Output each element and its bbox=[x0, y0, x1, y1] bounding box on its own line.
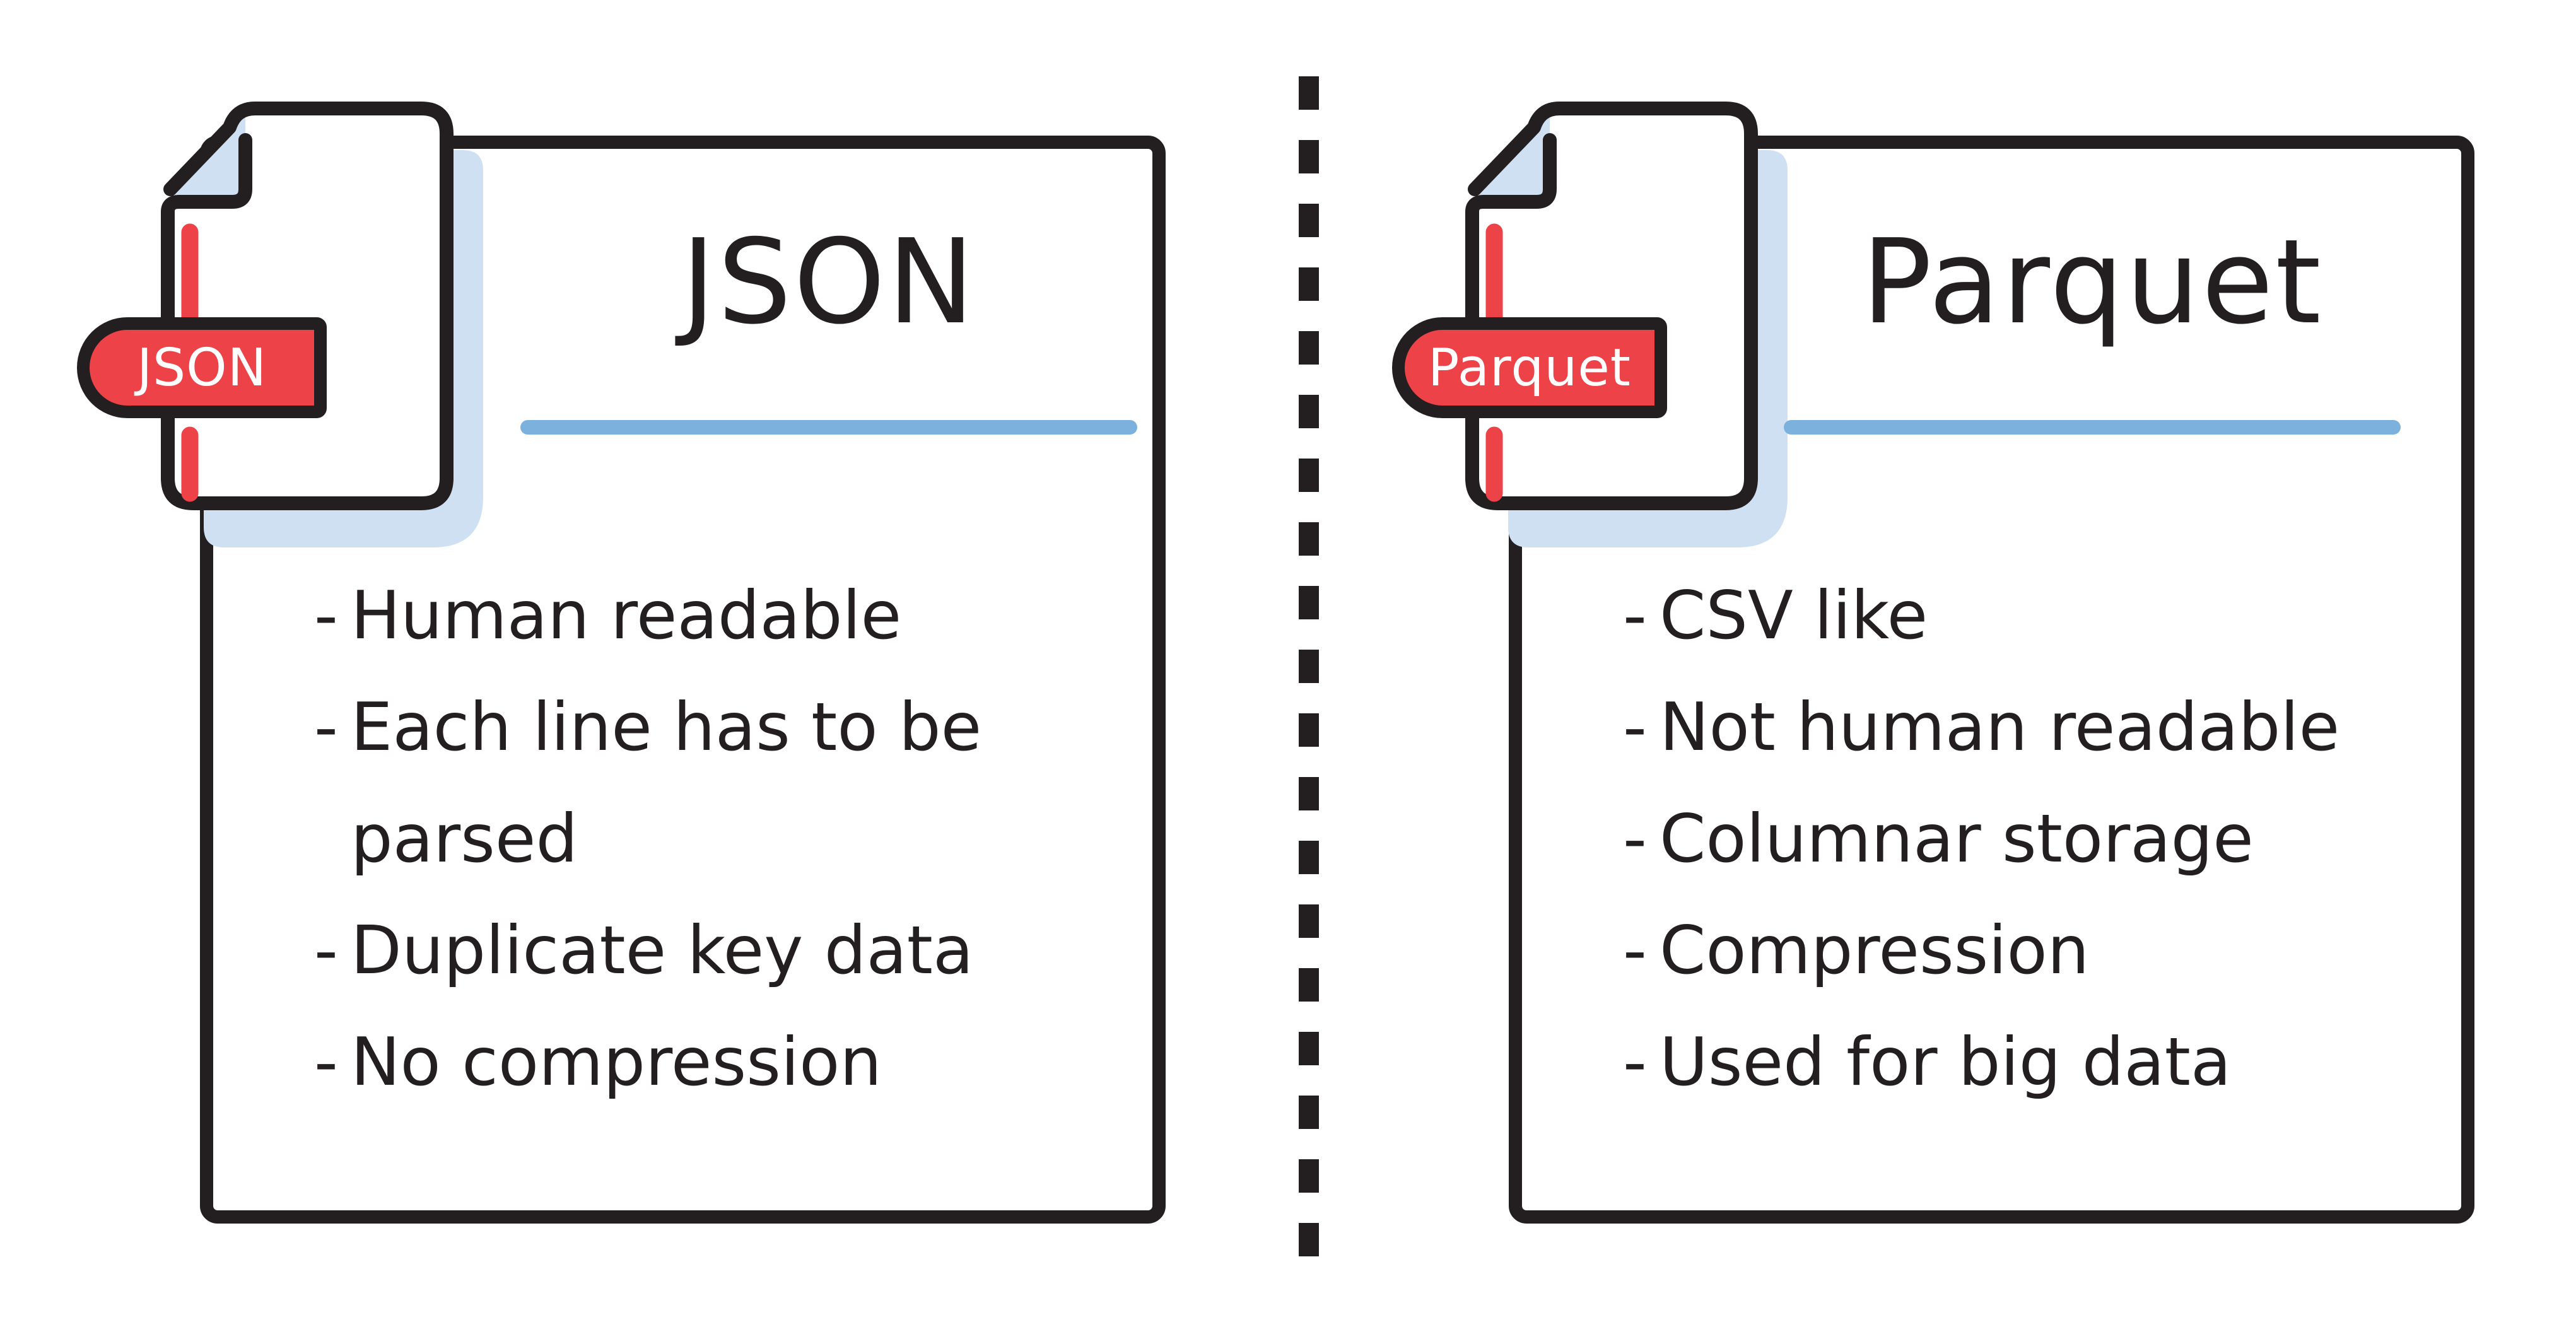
list-item-text: CSV like bbox=[1660, 577, 1928, 654]
list-item: - Duplicate key data bbox=[314, 895, 1140, 1007]
bullet-dash: - bbox=[1623, 912, 1647, 989]
json-badge-label: JSON bbox=[136, 337, 267, 398]
list-item: - CSV like bbox=[1623, 560, 2500, 672]
json-feature-list: - Human readable - Each line has to be p… bbox=[314, 560, 1140, 1118]
file-outline bbox=[161, 102, 454, 510]
bullet-dash: - bbox=[314, 577, 338, 654]
json-badge: JSON bbox=[77, 317, 327, 418]
list-item-text: Not human readable bbox=[1660, 689, 2340, 766]
file-outline bbox=[1465, 102, 1758, 510]
list-item: - Used for big data bbox=[1623, 1007, 2500, 1118]
parquet-feature-list: - CSV like - Not human readable - Column… bbox=[1623, 560, 2500, 1118]
bullet-dash: - bbox=[314, 912, 338, 989]
list-item: - Human readable bbox=[314, 560, 1140, 672]
parquet-title: Parquet bbox=[1861, 214, 2323, 350]
bullet-dash: - bbox=[1623, 689, 1647, 766]
json-title: JSON bbox=[681, 214, 976, 350]
parquet-title-underline bbox=[1784, 420, 2401, 435]
bullet-dash: - bbox=[1623, 577, 1647, 654]
bullet-dash: - bbox=[1623, 800, 1647, 877]
list-item: - Columnar storage bbox=[1623, 783, 2500, 895]
list-item-text: Columnar storage bbox=[1660, 800, 2254, 877]
bullet-dash: - bbox=[1623, 1024, 1647, 1101]
parquet-badge: Parquet bbox=[1392, 317, 1667, 418]
list-item-text: Human readable bbox=[351, 577, 902, 654]
list-item-text: Each line has to be parsed bbox=[351, 689, 982, 877]
list-item-text: Duplicate key data bbox=[351, 912, 974, 989]
bullet-dash: - bbox=[314, 689, 338, 766]
list-item: - Each line has to be parsed bbox=[314, 672, 1140, 895]
list-item-text: Used for big data bbox=[1660, 1024, 2232, 1101]
parquet-badge-label: Parquet bbox=[1428, 337, 1631, 398]
list-item: - Compression bbox=[1623, 895, 2500, 1007]
list-item-text: Compression bbox=[1660, 912, 2090, 989]
dashed-divider-line bbox=[1299, 76, 1319, 1260]
list-item: - Not human readable bbox=[1623, 672, 2500, 783]
list-item: - No compression bbox=[314, 1007, 1140, 1118]
json-title-underline bbox=[520, 420, 1137, 435]
parquet-card bbox=[1509, 136, 2474, 1224]
list-item-text: No compression bbox=[351, 1024, 882, 1101]
bullet-dash: - bbox=[314, 1024, 338, 1101]
